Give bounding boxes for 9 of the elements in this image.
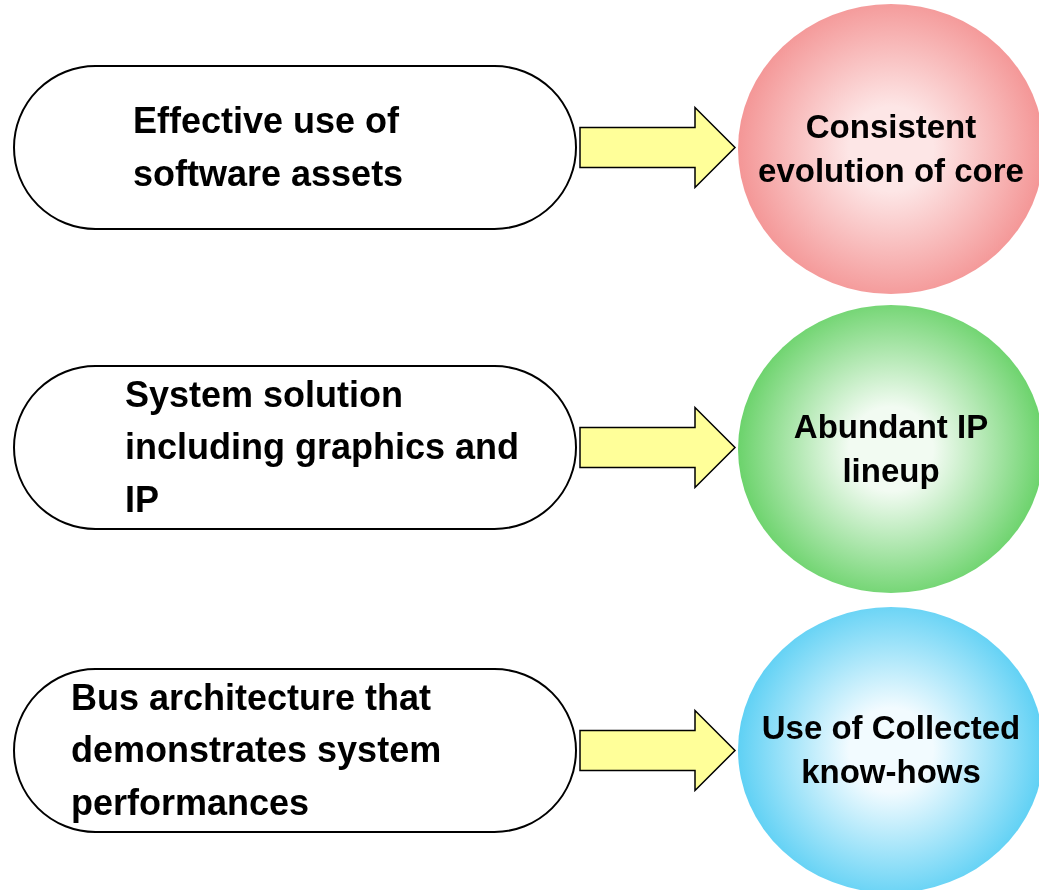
block-arrow (579, 105, 737, 190)
node-text: Abundant IP lineup (792, 407, 990, 491)
block-arrow (579, 708, 737, 793)
node-text: Bus architecture that demonstrates system performances (71, 676, 443, 825)
node-text: Effective use of software assets (133, 99, 405, 196)
node-text: Use of Collected know-hows (760, 708, 1022, 792)
node-text: Consistent evolution of core (757, 107, 1025, 191)
node-text: System solution including graphics and IP (125, 373, 521, 522)
block-arrow (579, 405, 737, 490)
